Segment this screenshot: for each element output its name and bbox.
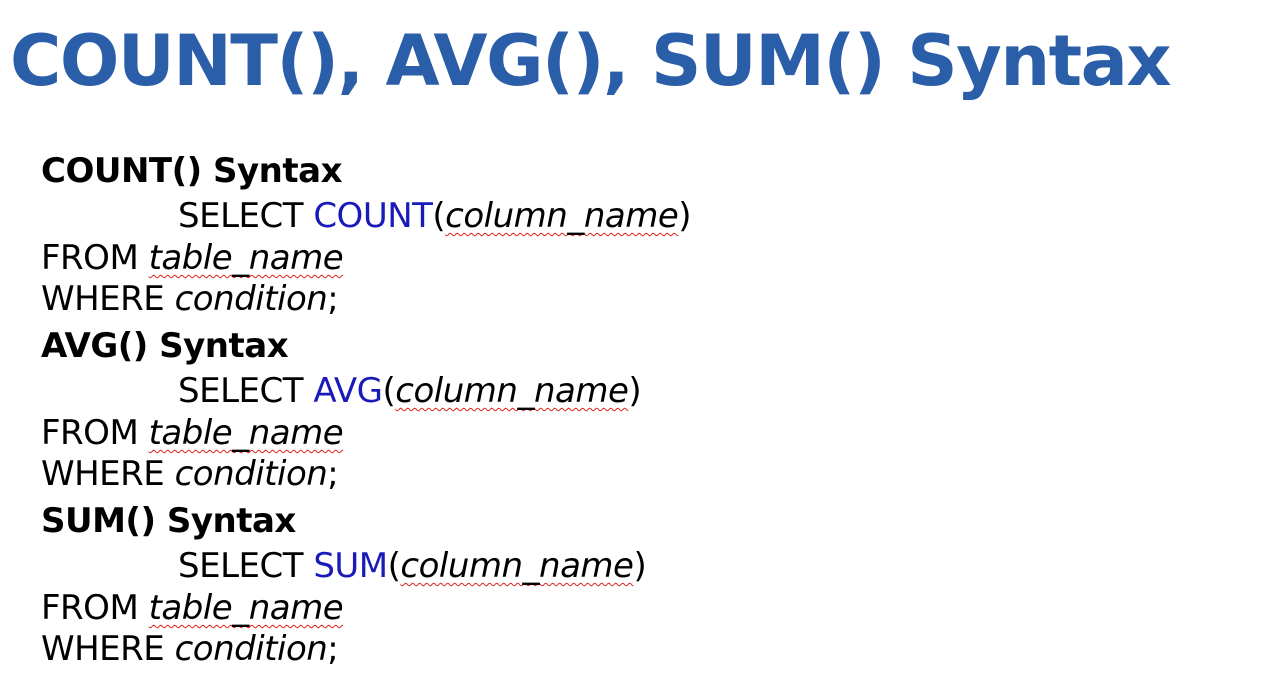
condition-identifier: condition (174, 454, 328, 494)
semicolon: ; (327, 454, 339, 494)
from-line: FROM table_name (41, 413, 1241, 454)
section-heading: SUM() Syntax (41, 501, 296, 541)
where-line: WHERE condition; (41, 454, 1241, 498)
open-paren: ( (387, 546, 401, 586)
table-identifier: table_name (148, 238, 344, 278)
close-paren: ) (678, 196, 692, 236)
function-name: COUNT (313, 196, 433, 236)
column-identifier: column_name (400, 546, 634, 586)
section-heading: AVG() Syntax (41, 326, 289, 366)
slide-title: COUNT(), AVG(), SUM() Syntax (10, 20, 1172, 102)
open-paren: ( (432, 196, 446, 236)
select-keyword: SELECT (178, 196, 314, 236)
column-identifier: column_name (395, 371, 629, 411)
open-paren: ( (382, 371, 396, 411)
where-line: WHERE condition; (41, 279, 1241, 323)
close-paren: ) (633, 546, 647, 586)
select-line: SELECT AVG(column_name) (41, 369, 1241, 413)
from-keyword: FROM (41, 238, 149, 278)
from-line: FROM table_name (41, 238, 1241, 279)
function-name: AVG (313, 371, 383, 411)
close-paren: ) (628, 371, 642, 411)
function-name: SUM (313, 546, 388, 586)
where-line: WHERE condition; (41, 629, 1241, 673)
count-syntax-section: COUNT() Syntax SELECT COUNT(column_name)… (41, 148, 1241, 323)
semicolon: ; (327, 279, 339, 319)
sum-syntax-section: SUM() Syntax SELECT SUM(column_name) FRO… (41, 498, 1241, 673)
select-line: SELECT COUNT(column_name) (41, 194, 1241, 238)
section-heading: COUNT() Syntax (41, 151, 343, 191)
where-keyword: WHERE (41, 279, 175, 319)
condition-identifier: condition (174, 279, 328, 319)
select-keyword: SELECT (178, 371, 314, 411)
column-identifier: column_name (445, 196, 679, 236)
where-keyword: WHERE (41, 454, 175, 494)
semicolon: ; (327, 629, 339, 669)
where-keyword: WHERE (41, 629, 175, 669)
select-line: SELECT SUM(column_name) (41, 544, 1241, 588)
from-keyword: FROM (41, 413, 149, 453)
syntax-body: COUNT() Syntax SELECT COUNT(column_name)… (41, 148, 1241, 673)
condition-identifier: condition (174, 629, 328, 669)
select-keyword: SELECT (178, 546, 314, 586)
table-identifier: table_name (148, 588, 344, 628)
from-line: FROM table_name (41, 588, 1241, 629)
avg-syntax-section: AVG() Syntax SELECT AVG(column_name) FRO… (41, 323, 1241, 498)
table-identifier: table_name (148, 413, 344, 453)
from-keyword: FROM (41, 588, 149, 628)
